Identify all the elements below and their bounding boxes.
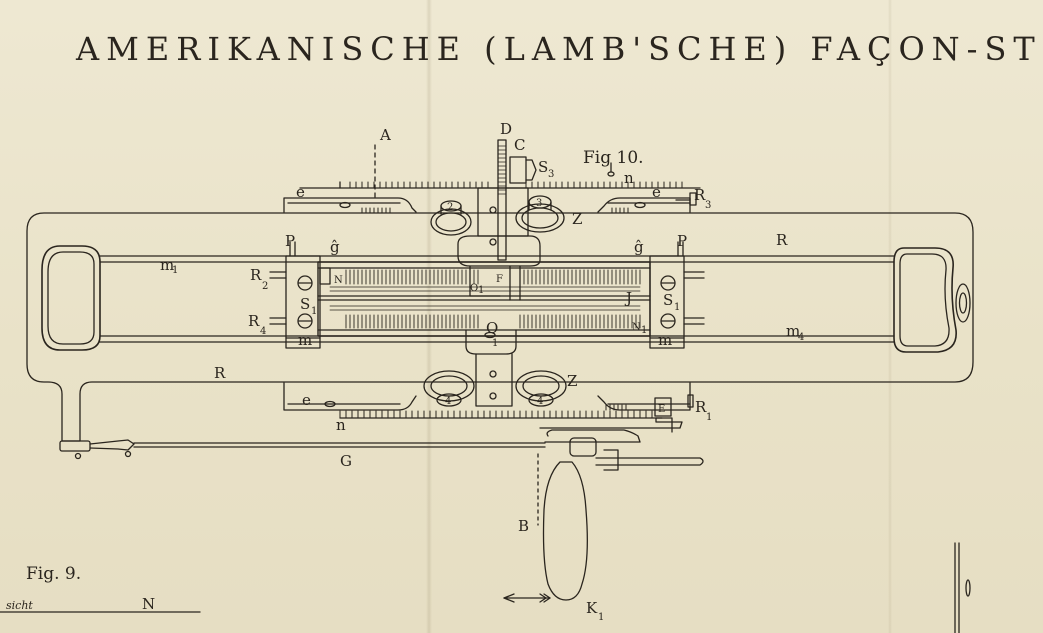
label-r4-sub: 4 [260, 326, 266, 337]
label-n-top: n [624, 169, 634, 187]
label-s3-sub: 3 [548, 169, 554, 180]
label-m-right: m [658, 331, 672, 349]
label-f: F [496, 274, 503, 285]
label-e-top-left: e [296, 183, 305, 201]
label-z-bottom: Z [567, 372, 577, 390]
label-m1-sub: 1 [172, 265, 178, 276]
knob-4a-number: 4 [445, 396, 451, 407]
crank-handle [537, 417, 704, 601]
fig10-caption: Fig 10. [583, 148, 644, 168]
knob-4a [423, 370, 475, 407]
label-j: J [624, 289, 632, 307]
label-s1-right: S [663, 291, 673, 309]
label-z-top: Z [572, 210, 582, 228]
label-b: B [518, 517, 529, 535]
needle-field [317, 261, 651, 337]
label-r-right: R [776, 231, 788, 249]
next-figure-fragment [954, 542, 971, 633]
label-r3-sub: 3 [705, 200, 711, 211]
label-n-bottom: n [336, 416, 346, 434]
label-s1-left: S [300, 295, 310, 313]
label-s3: S [538, 158, 548, 176]
bottom-scale-ticks [339, 404, 653, 419]
toothed-rod [497, 139, 615, 261]
left-slide [269, 241, 331, 349]
knob-4b [515, 370, 567, 407]
label-m-left: m [298, 331, 312, 349]
label-e-box: E [658, 404, 665, 415]
direction-arrow [503, 593, 551, 603]
label-e-bottom: e [302, 391, 311, 409]
label-n1-sub: 1 [641, 325, 647, 336]
label-o1-top-sub: 1 [478, 285, 484, 296]
label-o1-mid: O [486, 319, 498, 337]
label-g: G [340, 452, 352, 470]
label-o1-top: O [470, 283, 478, 294]
bottom-needle-bed [283, 382, 694, 419]
label-n1: N [632, 322, 641, 333]
label-r2: R [250, 266, 262, 284]
label-g-right: ĝ [634, 238, 644, 256]
label-a: A [379, 126, 391, 144]
fig9-caption: Fig. 9. [26, 564, 81, 584]
label-n-view: N [142, 595, 155, 613]
label-k1: K [586, 599, 598, 617]
label-m1: m [160, 256, 174, 274]
label-k1-sub: 1 [598, 612, 604, 623]
label-g-left: ĝ [330, 238, 340, 256]
label-d: D [500, 120, 512, 138]
label-r-left: R [214, 364, 226, 382]
label-e-top-right: e [652, 183, 661, 201]
label-r1: R [695, 398, 707, 416]
label-s1-right-sub: 1 [674, 302, 680, 313]
label-r3: R [694, 186, 706, 204]
plate-title: AMERIKANISCHE (LAMB'SCHE) FAÇON-STRICKI [76, 30, 1043, 68]
rod-g [59, 439, 546, 460]
label-c: C [514, 136, 525, 154]
paper-fold [426, 0, 432, 633]
right-slide [649, 241, 705, 349]
label-m4-sub: 4 [798, 332, 804, 343]
label-layer: Fig 10. Fig. 9. A D C S 3 n e e R 3 Z R … [6, 120, 804, 623]
carriage [457, 187, 541, 407]
knob-2 [430, 200, 472, 236]
label-s1-left-sub: 1 [311, 306, 317, 317]
label-r2-sub: 2 [262, 281, 268, 292]
knob-2-number: 2 [447, 202, 453, 213]
knob-4b-number: 4 [537, 396, 543, 407]
label-o1-mid-sub: 1 [492, 338, 498, 349]
paper-fold [888, 0, 892, 633]
label-p-left: P [285, 232, 295, 250]
label-m4: m [786, 322, 800, 340]
view-caption: sicht [6, 599, 33, 612]
label-p-right: P [677, 232, 687, 250]
label-r1-sub: 1 [706, 412, 712, 423]
knob-3 [515, 195, 565, 233]
top-scale-ticks [349, 181, 683, 214]
label-r4: R [248, 312, 260, 330]
outer-frame [26, 212, 974, 442]
knob-3-number: 3 [536, 198, 542, 209]
label-n-left: N [334, 275, 343, 286]
